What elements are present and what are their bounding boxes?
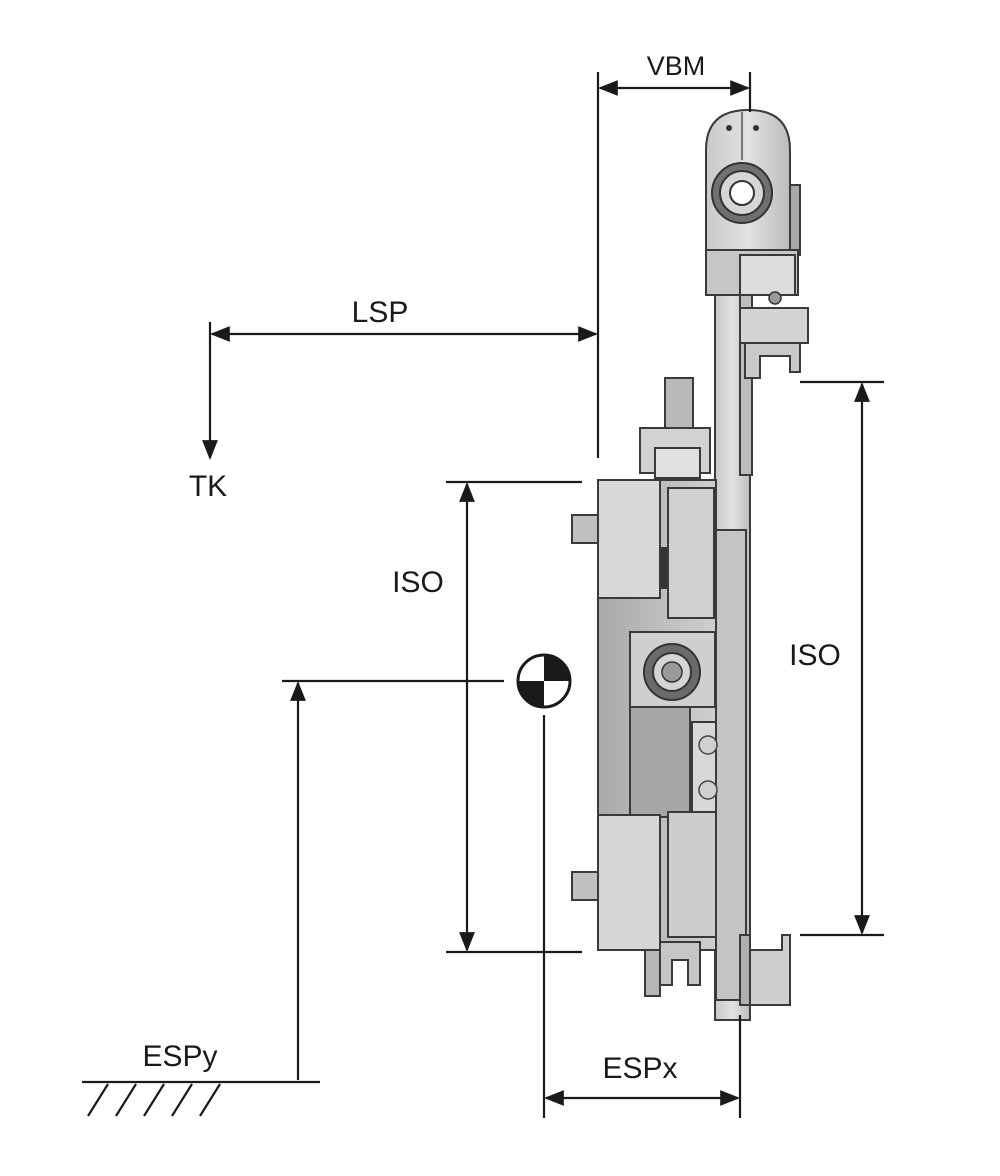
center-of-mass-icon <box>516 653 572 709</box>
vbm-label: VBM <box>647 51 706 81</box>
ground-hatch-icon <box>82 1080 320 1117</box>
tk-label: TK <box>189 470 227 503</box>
lsp-label: LSP <box>352 296 409 329</box>
espy-label: ESPy <box>142 1040 217 1073</box>
gripper-mechanism <box>571 108 809 1021</box>
espx-label: ESPx <box>602 1052 677 1085</box>
iso-left-label: ISO <box>392 566 444 599</box>
dimension-lines <box>202 72 884 1118</box>
iso-right-label: ISO <box>789 639 841 672</box>
